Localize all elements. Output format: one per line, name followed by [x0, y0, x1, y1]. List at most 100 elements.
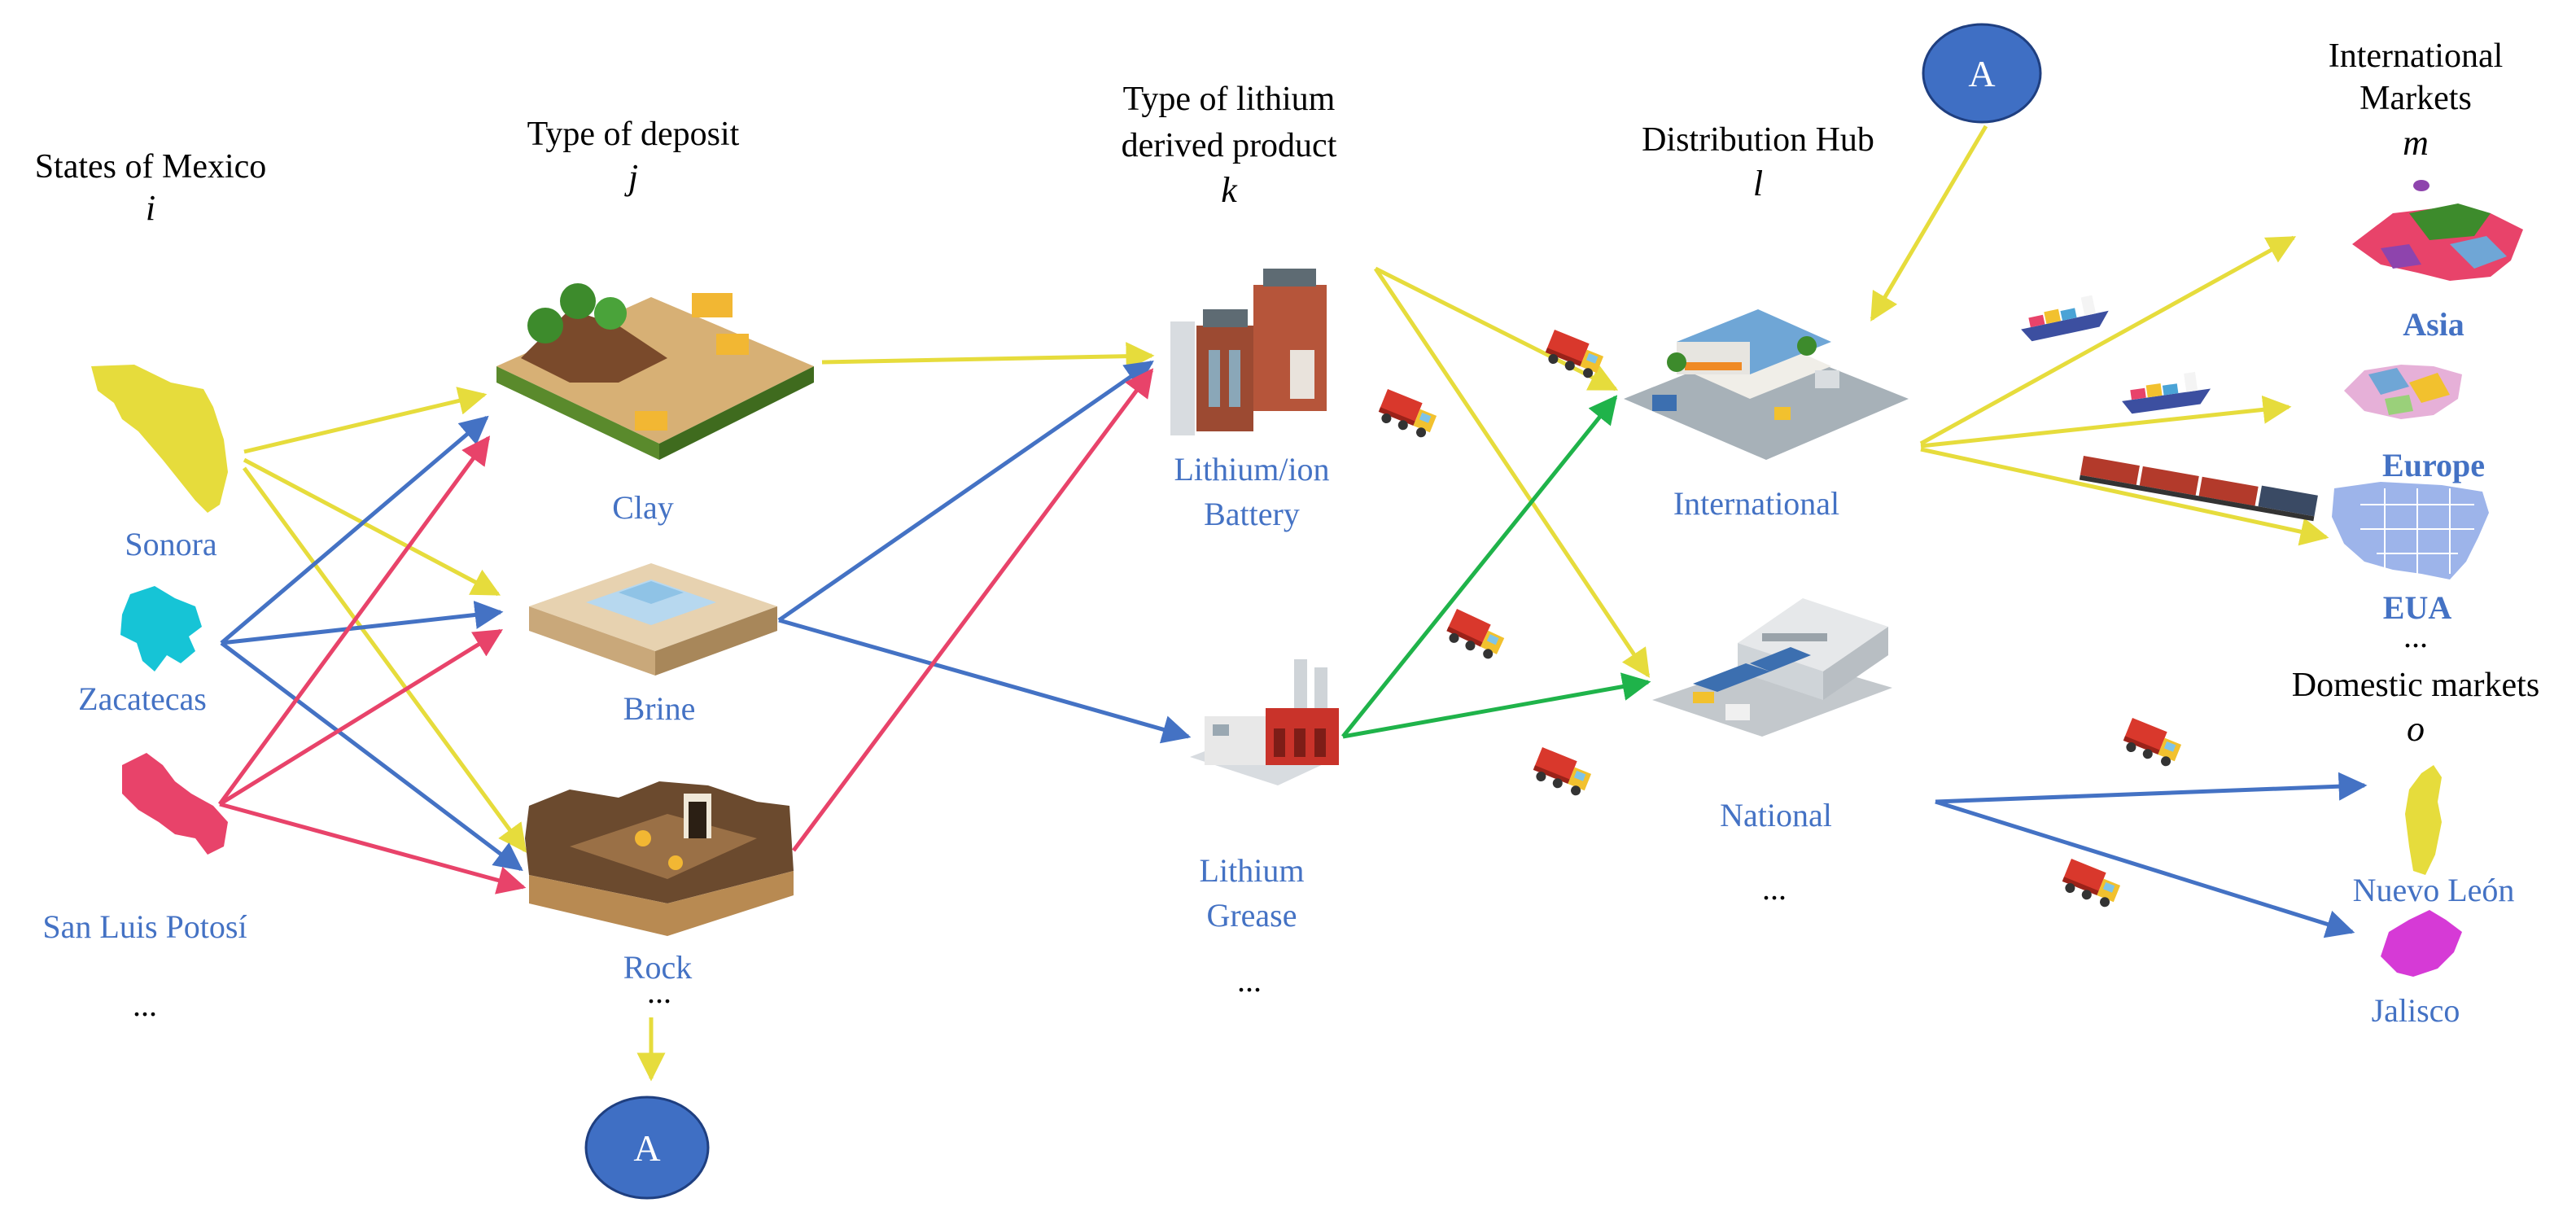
ship-icon — [2021, 295, 2109, 342]
arrow-sonora-rock — [242, 466, 527, 853]
connector-a-label: A — [1968, 53, 1995, 94]
arrow-national-jalisco — [1935, 799, 2355, 938]
state-label-sonora: Sonora — [125, 526, 217, 562]
jalisco-map-icon — [2381, 910, 2462, 977]
connector-a-top: A — [1922, 23, 2042, 124]
deposit-brine: Brine — [529, 563, 777, 727]
truck-icon — [1542, 330, 1607, 381]
state-label-slp: San Luis Potosí — [42, 908, 247, 945]
arrow-zacatecas-clay — [220, 415, 489, 645]
market-nuevoleon: Nuevo León — [2353, 765, 2514, 908]
slp-map-icon — [122, 753, 228, 855]
header-domestic: Domestic markets — [2292, 667, 2539, 704]
header-hub: Distribution Hub — [1642, 121, 1874, 159]
header-states-var: i — [146, 188, 155, 228]
product-battery: Lithium/ion Battery — [1170, 269, 1330, 532]
arrow-slp-clay — [217, 435, 491, 806]
sonora-map-icon — [91, 365, 228, 513]
arrow-rock-battery — [791, 368, 1154, 852]
header-intl-line2: Markets — [2360, 80, 2472, 117]
state-sonora: Sonora — [91, 365, 228, 562]
products-ellipsis: ... — [1237, 962, 1262, 999]
market-label-europe: Europe — [2382, 447, 2485, 483]
truck-icon — [1530, 747, 1594, 798]
connector-a-bottom: A — [584, 1096, 710, 1200]
connector-a-circle — [1922, 23, 2042, 124]
market-eua: EUA — [2332, 482, 2489, 626]
warehouse-international-icon — [1624, 309, 1909, 460]
header-intl-var: m — [2403, 123, 2429, 163]
hub-international: International — [1624, 309, 1909, 522]
header-deposit: Type of deposit — [527, 116, 740, 153]
arrow-grease-national — [1342, 672, 1651, 739]
connector-a-circle — [584, 1096, 710, 1200]
market-label-eua: EUA — [2383, 589, 2452, 626]
market-jalisco: Jalisco — [2372, 910, 2462, 1029]
arrow-international-asia — [1919, 235, 2297, 446]
header-hub-var: l — [1753, 164, 1763, 203]
state-label-zacatecas: Zacatecas — [78, 680, 207, 717]
ship-icon — [2122, 371, 2211, 414]
arrow-battery-national — [1373, 267, 1651, 678]
header-states: States of Mexico — [35, 148, 267, 186]
arrow-brine-grease — [778, 618, 1192, 744]
arrow-zacatecas-rock — [220, 641, 523, 872]
deposit-clay: Clay — [496, 283, 814, 526]
product-label-battery-2: Battery — [1204, 496, 1300, 532]
nuevoleon-map-icon — [2405, 765, 2442, 875]
arrows-deposits-to-products — [636, 342, 1192, 1082]
train-icon — [2079, 456, 2318, 522]
grease-factory-icon — [1190, 659, 1339, 785]
deposit-label-rock: Rock — [623, 949, 692, 986]
state-zacatecas: Zacatecas — [78, 586, 207, 717]
arrow-grease-international — [1341, 395, 1618, 738]
hub-national: National — [1652, 598, 1892, 833]
arrow-sonora-clay — [243, 387, 488, 454]
arrows-products-to-hubs — [1341, 125, 1988, 739]
connector-a-label: A — [633, 1127, 660, 1169]
deposits-ellipsis: ... — [647, 973, 671, 1010]
market-label-asia: Asia — [2403, 306, 2464, 343]
battery-factory-icon — [1170, 269, 1327, 435]
header-domestic-var: o — [2407, 709, 2425, 749]
arrow-international-europe — [1920, 395, 2292, 448]
arrow-brine-battery — [777, 360, 1154, 623]
truck-icon — [1443, 609, 1507, 662]
usa-map-icon — [2332, 482, 2489, 580]
arrows-hubs-to-markets — [1919, 235, 2368, 938]
arrow-slp-rock — [219, 802, 527, 895]
hub-label-national: National — [1720, 797, 1832, 833]
arrow-battery-international — [1374, 266, 1619, 391]
header-intl-line1: International — [2329, 37, 2504, 75]
arrow-sonora-brine — [243, 457, 501, 597]
arrow-slp-brine — [218, 628, 503, 807]
hub-label-international: International — [1673, 485, 1839, 522]
deposit-label-clay: Clay — [612, 489, 674, 526]
product-grease: Lithium Grease — [1190, 659, 1339, 934]
arrow-clay-battery — [821, 342, 1155, 371]
arrow-international-eua — [1920, 447, 2329, 546]
truck-icon — [1375, 389, 1440, 440]
international-ellipsis: ... — [2403, 618, 2428, 654]
header-product-var: k — [1221, 170, 1238, 210]
zacatecas-map-icon — [120, 586, 202, 671]
warehouse-national-icon — [1652, 598, 1892, 737]
europe-map-icon — [2344, 365, 2462, 419]
arrows-states-to-deposits — [217, 387, 527, 895]
header-product-line2: derived product — [1122, 127, 1337, 164]
arrow-zacatecas-brine — [221, 601, 504, 645]
truck-icon — [2120, 718, 2185, 769]
hubs-ellipsis: ... — [1762, 870, 1787, 907]
deposit-rock: Rock — [525, 781, 794, 986]
header-product-line1: Type of lithium — [1123, 81, 1336, 118]
states-ellipsis: ... — [133, 986, 157, 1023]
product-label-grease-1: Lithium — [1200, 852, 1305, 889]
deposit-label-brine: Brine — [623, 690, 696, 727]
header-deposit-var: j — [624, 157, 638, 197]
state-slp: San Luis Potosí — [42, 753, 247, 945]
market-label-jalisco: Jalisco — [2372, 992, 2460, 1029]
product-label-battery-1: Lithium/ion — [1174, 451, 1329, 488]
arrow-national-nuevoleon — [1935, 772, 2368, 804]
market-europe: Europe — [2344, 365, 2485, 483]
